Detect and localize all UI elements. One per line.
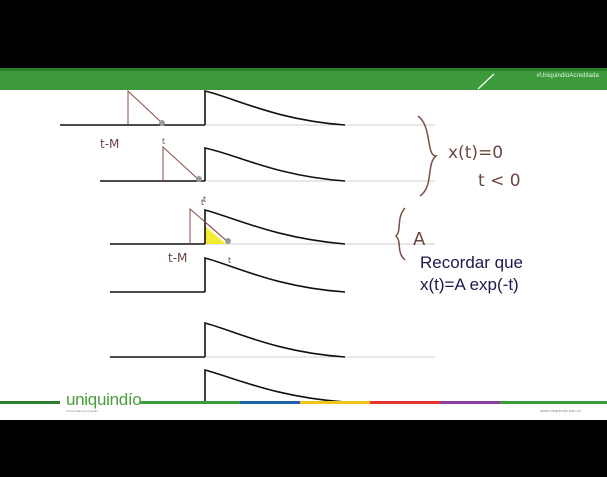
signal-row-6 (204, 368, 346, 403)
hashtag-label: #UniquindioAcreditada (536, 73, 599, 79)
uniquindio-logo: uniquindío (66, 390, 142, 409)
logo-subtitle: Universidad del Quindío (66, 409, 99, 413)
brace-right (417, 115, 439, 197)
label-t-minus-m-2: t-M (168, 251, 187, 265)
label-t-1: t (162, 137, 165, 146)
label-t-3: t (201, 198, 204, 207)
condition-t: t < 0 (478, 171, 521, 191)
lecture-slide: #UniquindioAcreditada t t (0, 68, 607, 420)
signal-row-5 (110, 321, 435, 358)
footer-stripes (0, 401, 607, 404)
header-band (0, 68, 607, 90)
signal-row-3: t t (110, 198, 435, 265)
note-formula: x(t)=A exp(-t) (420, 275, 519, 294)
label-t-minus-m-1: t-M (100, 137, 119, 151)
footer-url: www.uniquindio.edu.co (540, 408, 581, 413)
label-t-2: t (203, 195, 206, 204)
signal-row-2: t (100, 145, 435, 204)
note-title: Recordar que (420, 253, 524, 272)
condition-x: x(t)=0 (448, 143, 503, 163)
label-t-4: t (228, 256, 231, 265)
signal-drawing: t t t t (0, 89, 607, 404)
brace-left (394, 207, 406, 261)
label-A: A (413, 229, 426, 250)
signal-row-4 (110, 256, 346, 293)
signal-row-1: t (60, 89, 435, 146)
